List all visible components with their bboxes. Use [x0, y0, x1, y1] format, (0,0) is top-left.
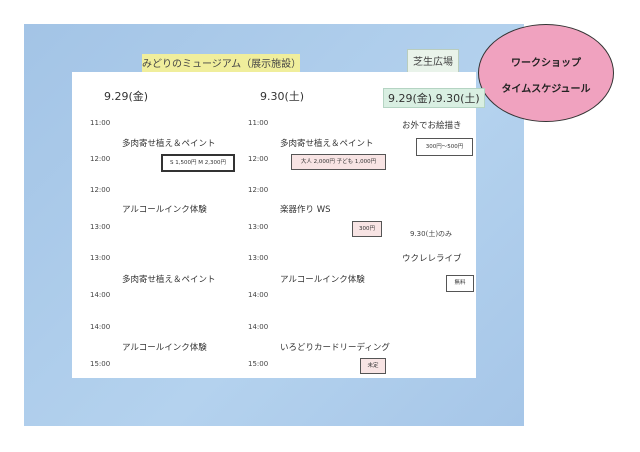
day1-event-1: 多肉寄せ植え＆ペイント	[122, 139, 216, 149]
schedule-card: 9.29(金) 9.30(土) 9.29(金).9.30(土) 11:00 12…	[72, 72, 485, 378]
day1-time-5: 13:00	[90, 254, 111, 262]
title-line-1: ワークショップ	[511, 58, 581, 69]
lawn-event-ukulele-price: 無料	[446, 275, 474, 292]
lawn-event-drawing-price: 300円〜500円	[416, 138, 473, 156]
day1-time-3: 12:00	[90, 186, 111, 194]
day1-time-2: 12:00	[90, 155, 111, 163]
day2-event-2: 楽器作り WS	[280, 205, 331, 215]
day2-event-1: 多肉寄せ植え＆ペイント	[280, 139, 374, 149]
day2-event-1-price: 大人 2,000円 子ども 1,000円	[291, 154, 386, 170]
day1-time-6: 14:00	[90, 291, 111, 299]
lawn-event-drawing: お外でお絵描き	[402, 121, 462, 131]
day2-time-8: 15:00	[248, 360, 269, 368]
day2-time-5: 13:00	[248, 254, 269, 262]
day1-time-8: 15:00	[90, 360, 111, 368]
day2-event-4: いろどりカードリーディング	[280, 343, 390, 353]
date-day2: 9.30(土)	[260, 90, 305, 103]
day2-event-4-price: 未定	[360, 358, 386, 374]
title-line-2: タイムスケジュール	[501, 84, 591, 95]
venue-museum-label: みどりのミュージアム（展示施設）	[142, 54, 301, 76]
day1-time-1: 11:00	[90, 119, 111, 127]
day1-event-3: 多肉寄せ植え＆ペイント	[122, 275, 216, 285]
date-day1: 9.29(金)	[104, 90, 149, 103]
day1-event-1-price: S 1,500円 M 2,300円	[161, 154, 235, 172]
date-both-days: 9.29(金).9.30(土)	[383, 88, 485, 108]
day2-time-1: 11:00	[248, 119, 269, 127]
lawn-note-saturday-only: 9.30(土)のみ	[410, 230, 453, 238]
day2-event-2-price: 300円	[352, 221, 382, 237]
day1-time-4: 13:00	[90, 223, 111, 231]
day2-time-2: 12:00	[248, 155, 269, 163]
day1-time-7: 14:00	[90, 323, 111, 331]
title-badge: ワークショップ タイムスケジュール	[478, 24, 614, 122]
lawn-event-ukulele: ウクレレライブ	[402, 254, 462, 264]
day2-time-6: 14:00	[248, 291, 269, 299]
day2-time-7: 14:00	[248, 323, 269, 331]
day1-event-2: アルコールインク体験	[122, 205, 207, 215]
day1-event-4: アルコールインク体験	[122, 343, 207, 353]
day2-time-4: 13:00	[248, 223, 269, 231]
day2-time-3: 12:00	[248, 186, 269, 194]
day2-event-3: アルコールインク体験	[280, 275, 365, 285]
